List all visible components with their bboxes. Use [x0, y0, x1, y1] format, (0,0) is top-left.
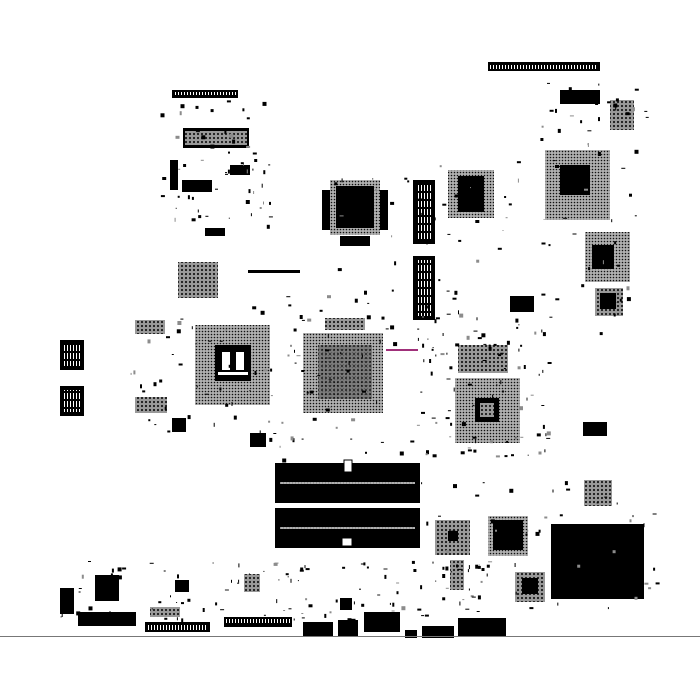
top-connector-strip [488, 62, 600, 71]
upper-right-sodimm-like-chip [448, 170, 534, 312]
upper-left-ic-array [170, 128, 250, 236]
left-small-parts [135, 262, 300, 447]
right-bga-southbridge [455, 345, 520, 443]
upper-center-qfp-chip [322, 180, 388, 246]
upper-center-vertical-memory-chip-2 [413, 256, 435, 320]
left-connector-lower [60, 386, 84, 416]
bottom-edge-connectors [60, 574, 506, 638]
board-edge-line [0, 636, 700, 637]
left-bga-cpu [195, 325, 270, 405]
center-bga-northbridge [303, 318, 418, 413]
dimm-slot-lower [275, 508, 420, 548]
upper-center-vertical-memory-chip-1 [413, 180, 435, 244]
top-left-header-strip [172, 90, 238, 98]
passive-components-scatter [60, 82, 660, 623]
lower-right-large-chip [551, 524, 644, 599]
right-column-small-parts [545, 90, 634, 506]
left-connector-upper [60, 340, 84, 370]
dimm-slot-upper [275, 459, 420, 503]
lower-center-qfp-chip [435, 516, 545, 602]
